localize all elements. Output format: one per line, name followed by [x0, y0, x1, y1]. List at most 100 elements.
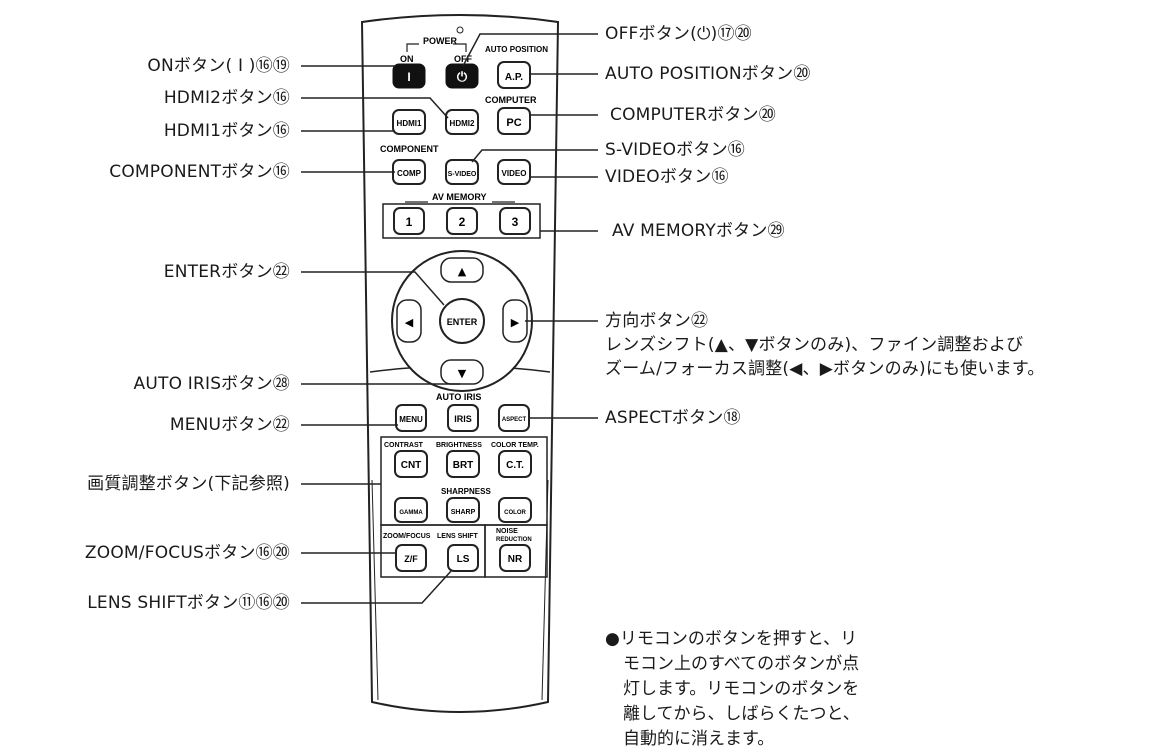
callout-menu-button: MENUボタン㉒ — [169, 415, 290, 435]
video-button[interactable]: VIDEO — [497, 159, 531, 185]
av-memory-3-button[interactable]: 3 — [499, 207, 531, 235]
svideo-button-label: S-VIDEO — [448, 171, 477, 178]
brightness-label: BRIGHTNESS — [436, 442, 482, 449]
contrast-label: CONTRAST — [384, 442, 424, 449]
av-memory-frame — [382, 203, 541, 239]
color-temp-label: COLOR TEMP. — [491, 442, 539, 449]
illumination-note: ●リモコンのボタンを押すと、リモコン上のすべてのボタンが点灯します。リモコンのボ… — [605, 629, 860, 749]
auto-iris-label: AUTO IRIS — [436, 392, 481, 402]
sharpness-label: SHARPNESS — [441, 487, 491, 496]
dpad-up-button[interactable]: ▲ — [440, 257, 484, 283]
callout-direction-buttons: 方向ボタン㉒ — [605, 311, 709, 331]
callout-picture-adjust-buttons: 画質調整ボタン(下記参照) — [87, 474, 290, 494]
component-button[interactable]: COMP — [392, 159, 426, 185]
callout-svideo-button: S-VIDEOボタン⑯ — [605, 140, 745, 160]
iris-button[interactable]: IRIS — [447, 404, 479, 432]
noise-reduction-button[interactable]: NR — [499, 544, 531, 572]
noise-reduction-frame — [484, 524, 548, 578]
cnt-label: CNT — [401, 460, 422, 471]
aspect-button-label: ASPECT — [502, 417, 527, 423]
down-arrow-icon: ▼ — [458, 367, 467, 380]
color-label: COLOR — [504, 510, 526, 516]
av-memory-label: AV MEMORY — [432, 192, 487, 202]
menu-button[interactable]: MENU — [395, 404, 427, 432]
menu-button-label: MENU — [399, 415, 423, 424]
zf-label: Z/F — [404, 554, 418, 564]
mem1-label: 1 — [406, 215, 413, 229]
iris-button-label: IRIS — [454, 414, 472, 424]
reduction-label: REDUCTION — [496, 537, 532, 543]
lens-shift-label: LENS SHIFT — [437, 533, 479, 540]
gamma-button[interactable]: GAMMA — [394, 497, 428, 523]
hdmi2-button-label: HDMI2 — [450, 119, 475, 128]
dpad-left-button[interactable]: ◀ — [396, 299, 422, 343]
dpad-down-button[interactable]: ▼ — [440, 359, 484, 385]
color-temp-button[interactable]: C.T. — [498, 450, 532, 478]
power-icon: ⏻ — [457, 69, 468, 84]
hdmi1-button-label: HDMI1 — [397, 119, 422, 128]
auto-position-button[interactable]: A.P. — [497, 61, 531, 89]
mem2-label: 2 — [459, 215, 466, 229]
callout-auto-position-button: AUTO POSITIONボタン⑳ — [605, 64, 811, 84]
callout-auto-iris-button: AUTO IRISボタン㉘ — [133, 374, 290, 394]
on-button[interactable]: I — [392, 63, 426, 89]
ls-label: LS — [457, 554, 470, 565]
gamma-label: GAMMA — [399, 510, 423, 516]
brightness-button[interactable]: BRT — [446, 450, 480, 478]
svideo-button[interactable]: S-VIDEO — [445, 159, 479, 185]
sharp-button[interactable]: SHARP — [446, 497, 480, 523]
ct-label: C.T. — [506, 460, 524, 471]
noise-label: NOISE — [496, 528, 518, 535]
zoom-focus-button[interactable]: Z/F — [395, 544, 427, 572]
nr-label: NR — [508, 554, 523, 565]
component-label: COMPONENT — [380, 144, 439, 154]
callout-av-memory-buttons: AV MEMORYボタン㉙ — [612, 221, 785, 241]
enter-button-label: ENTER — [447, 317, 478, 327]
comp-button-label: COMP — [397, 169, 422, 178]
off-label: OFF — [454, 54, 472, 64]
ap-button-label: A.P. — [505, 72, 523, 83]
callout-hdmi1-button: HDMI1ボタン⑯ — [163, 121, 290, 141]
callout-component-button: COMPONENTボタン⑯ — [109, 162, 290, 182]
indicator-icon — [456, 26, 464, 34]
right-arrow-icon: ▶ — [511, 316, 520, 329]
callout-lens-shift-button: LENS SHIFTボタン⑪⑯⑳ — [87, 593, 290, 613]
av-memory-2-button[interactable]: 2 — [446, 207, 478, 235]
aspect-button[interactable]: ASPECT — [498, 404, 530, 432]
leader-lines-right — [462, 33, 598, 419]
callout-video-button: VIDEOボタン⑯ — [605, 167, 729, 187]
callout-computer-button: COMPUTERボタン⑳ — [610, 105, 776, 125]
power-bracket — [406, 43, 467, 52]
remote-control-diagram: POWER ON OFF AUTO POSITION I ⏻ A.P. COMP… — [301, 14, 598, 713]
av-memory-1-button[interactable]: 1 — [393, 207, 425, 235]
sharp-label: SHARP — [451, 509, 476, 516]
callout-off-button: OFFボタン(⏻)⑰⑳ — [605, 24, 752, 44]
zoom-focus-label: ZOOM/FOCUS — [383, 533, 431, 540]
callout-direction-detail-1: レンズシフト(▲、▼ボタンのみ)、ファイン調整および — [605, 335, 1024, 355]
video-button-label: VIDEO — [502, 169, 527, 178]
hdmi1-button[interactable]: HDMI1 — [392, 109, 426, 135]
callout-zoom-focus-button: ZOOM/FOCUSボタン⑯⑳ — [84, 543, 290, 563]
color-button[interactable]: COLOR — [498, 497, 532, 523]
mem3-label: 3 — [512, 215, 519, 229]
contrast-button[interactable]: CNT — [394, 450, 428, 478]
remote-edge-left — [371, 479, 379, 701]
callout-hdmi2-button: HDMI2ボタン⑯ — [163, 88, 290, 108]
enter-button[interactable]: ENTER — [439, 298, 485, 344]
lens-shift-button[interactable]: LS — [447, 544, 479, 572]
up-arrow-icon: ▲ — [458, 265, 467, 278]
pc-button-label: PC — [506, 117, 521, 129]
brt-label: BRT — [453, 460, 474, 471]
hdmi2-button[interactable]: HDMI2 — [445, 109, 479, 135]
dpad-right-button[interactable]: ▶ — [502, 299, 528, 343]
off-button[interactable]: ⏻ — [445, 63, 479, 89]
on-label: ON — [400, 54, 414, 64]
leader-lines-left — [301, 65, 460, 604]
power-label: POWER — [423, 36, 458, 46]
on-button-label: I — [407, 70, 410, 84]
callout-aspect-button: ASPECTボタン⑱ — [605, 408, 741, 428]
callout-enter-button: ENTERボタン㉒ — [163, 262, 290, 282]
pc-button[interactable]: PC — [497, 107, 531, 135]
callout-on-button: ONボタン( I )⑯⑲ — [147, 56, 290, 76]
left-arrow-icon: ◀ — [405, 316, 414, 329]
